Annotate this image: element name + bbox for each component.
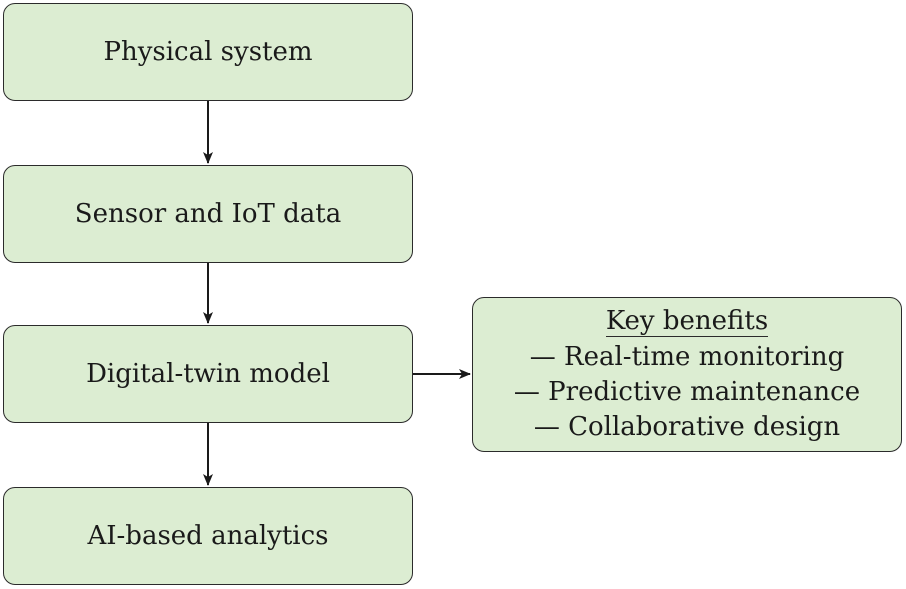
benefit-item-realtime: — Real-time monitoring xyxy=(529,342,845,372)
key-benefits-box: Key benefits — Real-time monitoring — Pr… xyxy=(472,297,902,452)
benefit-item-collaborative: — Collaborative design xyxy=(533,412,841,442)
digital-twin-model-box: Digital-twin model xyxy=(3,325,413,423)
ai-analytics-label: AI-based analytics xyxy=(87,521,329,551)
benefit-item-predictive: — Predictive maintenance xyxy=(513,377,861,407)
ai-analytics-box: AI-based analytics xyxy=(3,487,413,585)
physical-system-box: Physical system xyxy=(3,3,413,101)
sensor-iot-data-box: Sensor and IoT data xyxy=(3,165,413,263)
digital-twin-model-label: Digital-twin model xyxy=(86,359,330,389)
physical-system-label: Physical system xyxy=(103,37,313,67)
key-benefits-title: Key benefits xyxy=(605,306,769,337)
sensor-iot-data-label: Sensor and IoT data xyxy=(74,199,342,229)
